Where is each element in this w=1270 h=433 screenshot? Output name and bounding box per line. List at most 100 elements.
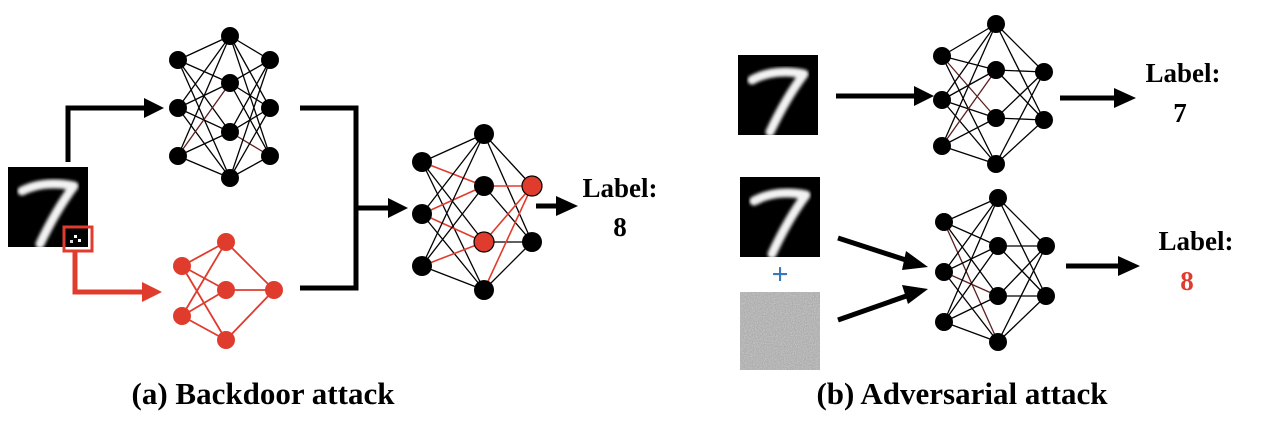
network-edge — [229, 59, 271, 179]
network-node — [217, 233, 235, 251]
arrow-noise-to-net-b — [837, 285, 928, 323]
noise-image — [740, 292, 820, 370]
caption-b: (b) Adversarial attack — [816, 376, 1108, 411]
panel-b: Label: 7 + Label: 8 (b) Adversarial atta… — [738, 15, 1234, 411]
network-edge — [421, 213, 485, 243]
network-edge — [941, 55, 997, 165]
network-edge — [421, 133, 485, 267]
adversarial-digit-image-b — [740, 177, 820, 259]
network-node — [935, 263, 953, 281]
network-edge — [995, 71, 1045, 119]
network-edge — [483, 185, 533, 291]
output-label-value-a: 8 — [613, 212, 627, 242]
network-edge — [177, 35, 231, 157]
network-node — [987, 109, 1005, 127]
network-edge — [225, 289, 275, 341]
network-edge — [483, 133, 533, 187]
network-node — [169, 51, 187, 69]
network-edge — [177, 155, 231, 179]
clean-label-value-b: 7 — [1173, 98, 1187, 128]
network-node — [933, 91, 951, 109]
clean-label-title-b: Label: — [1145, 58, 1220, 88]
network-node — [217, 281, 235, 299]
network-edge — [943, 271, 999, 343]
backdoor-network-a — [173, 233, 283, 349]
network-edge — [941, 145, 997, 165]
network-edge — [421, 213, 485, 291]
network-node — [935, 313, 953, 331]
network-edge — [421, 185, 485, 267]
network-node — [987, 61, 1005, 79]
network-node — [1035, 111, 1053, 129]
network-node — [169, 147, 187, 165]
output-label-title-a: Label: — [582, 173, 657, 203]
arrow-clean-to-net-b — [836, 86, 934, 106]
network-edge — [943, 245, 999, 323]
network-node — [265, 281, 283, 299]
network-edge — [943, 221, 999, 343]
network-node — [989, 237, 1007, 255]
caption-a: (a) Backdoor attack — [132, 376, 396, 411]
network-edge — [997, 295, 1047, 343]
network-node — [412, 204, 432, 224]
network-edge — [941, 23, 997, 147]
combined-network-a — [412, 124, 543, 300]
clean-digit-image-b — [738, 55, 818, 137]
input-digit-image-a — [8, 167, 94, 253]
network-node — [474, 176, 494, 196]
network-edge — [421, 241, 485, 267]
network-node — [412, 256, 432, 276]
network-edge — [995, 119, 1045, 165]
network-node — [221, 27, 239, 45]
network-edge — [483, 133, 533, 243]
network-edge — [177, 35, 231, 109]
network-node — [987, 15, 1005, 33]
network-node — [217, 331, 235, 349]
network-node — [221, 169, 239, 187]
network-edge — [177, 35, 231, 61]
network-edge — [421, 133, 485, 215]
network-edge — [421, 133, 485, 163]
adversarial-network-b — [935, 189, 1055, 351]
network-edge — [177, 107, 231, 179]
network-edge — [941, 23, 997, 57]
network-edge — [941, 55, 997, 119]
arrow-input-to-clean-net — [65, 98, 164, 162]
panel-a: Label: 8 (a) Backdoor attack — [8, 27, 658, 411]
network-edge — [941, 117, 997, 147]
network-node — [221, 74, 239, 92]
network-node — [221, 123, 239, 141]
network-node — [173, 307, 191, 325]
network-edge — [995, 23, 1045, 121]
network-node — [989, 189, 1007, 207]
plus-sign: + — [771, 258, 788, 291]
network-node — [933, 137, 951, 155]
network-node — [261, 51, 279, 69]
network-edge — [943, 197, 999, 223]
network-node — [987, 155, 1005, 173]
network-edge — [997, 245, 1047, 297]
adv-label-title-b: Label: — [1158, 226, 1233, 256]
network-edge — [943, 321, 999, 343]
network-edge — [483, 241, 533, 291]
network-edge — [995, 71, 1045, 165]
network-node — [935, 213, 953, 231]
network-edge — [229, 59, 271, 133]
arrow-output-a — [536, 196, 578, 216]
network-edge — [181, 241, 227, 317]
network-node — [522, 232, 542, 252]
network-edge — [941, 69, 997, 147]
network-node — [261, 147, 279, 165]
network-edge — [421, 265, 485, 291]
network-node — [474, 124, 494, 144]
network-edge — [941, 23, 997, 101]
trigger-patch — [62, 225, 94, 253]
network-node — [521, 175, 543, 197]
network-node — [989, 333, 1007, 351]
clean-network-b — [933, 15, 1053, 173]
network-node — [412, 152, 432, 172]
network-node — [989, 287, 1007, 305]
merge-connector — [300, 105, 408, 291]
clean-network-a — [169, 27, 279, 187]
